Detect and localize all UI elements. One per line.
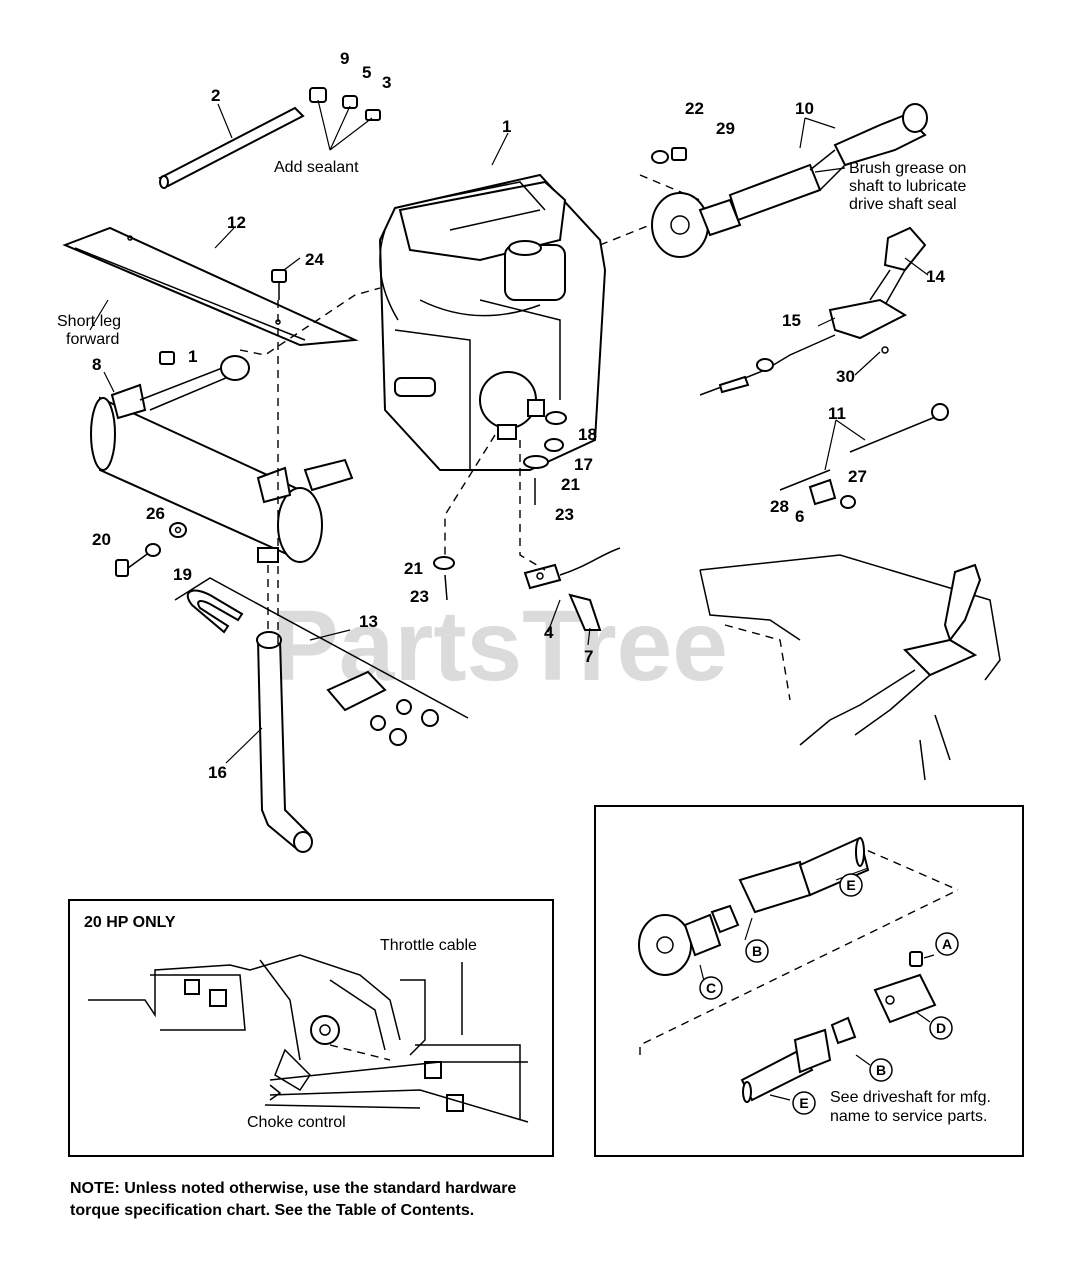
- part-num-22: 22: [685, 99, 704, 118]
- part-num-11: 11: [828, 404, 846, 423]
- torque-note: NOTE: Unless noted otherwise, use the st…: [70, 1180, 517, 1219]
- driveshaft-note-2: name to service parts.: [830, 1108, 987, 1125]
- part-num-24: 24: [305, 250, 324, 269]
- bolt-part-24: [271, 269, 287, 300]
- callout-b2: B: [876, 1062, 886, 1078]
- brush-grease-label-1: Brush grease on: [849, 160, 966, 177]
- callout-d: D: [936, 1020, 946, 1036]
- muffler-part-8: [90, 355, 354, 563]
- part-num-20: 20: [92, 530, 111, 549]
- hardware-parts-20-19-26: [115, 522, 187, 577]
- part-num-10: 10: [795, 99, 814, 118]
- part-num-21b: 21: [404, 559, 423, 578]
- brush-grease-label-2: shaft to lubricate: [849, 178, 967, 195]
- brush-grease-label-3: drive shaft seal: [849, 196, 957, 213]
- hardware-parts-18-17-21-23: [433, 411, 567, 601]
- leader-lines: [89, 103, 929, 764]
- cable-part-11: [779, 403, 949, 509]
- part-number-labels: 9 5 3 2 1 22 29 10 12 24 14 15 1 8 30 11…: [92, 49, 945, 782]
- part-num-14: 14: [926, 267, 945, 286]
- part-num-7: 7: [584, 647, 593, 666]
- part-num-26: 26: [146, 504, 165, 523]
- part-num-23b: 23: [410, 587, 429, 606]
- short-leg-label-1: Short leg: [57, 313, 121, 330]
- bolt-parts-22-29: [651, 147, 687, 164]
- part-num-1: 1: [502, 117, 511, 136]
- heat-shield-part-12: [62, 226, 359, 347]
- tube-part-2: [158, 106, 305, 189]
- callout-b1: B: [752, 943, 762, 959]
- inset-20hp: 20 HP ONLY Throttle cable Choke control: [68, 899, 554, 1157]
- callout-e1: E: [846, 877, 855, 893]
- callout-e2: E: [799, 1095, 808, 1111]
- part-num-23a: 23: [555, 505, 574, 524]
- part-num-28: 28: [770, 497, 789, 516]
- part-num-30: 30: [836, 367, 855, 386]
- part-num-4: 4: [544, 623, 554, 642]
- screw-part-1b: [159, 351, 175, 365]
- part-num-8: 8: [92, 355, 101, 374]
- driveshaft-note-1: See driveshaft for mfg.: [830, 1089, 991, 1106]
- sealant-leader: [317, 99, 373, 151]
- part-num-5: 5: [362, 63, 371, 82]
- inset-20hp-title: 20 HP ONLY: [84, 914, 176, 931]
- part-num-1b: 1: [188, 347, 197, 366]
- part-num-27: 27: [848, 467, 867, 486]
- clamp-kit-part-13: [174, 577, 469, 746]
- part-num-12: 12: [227, 213, 246, 232]
- part-num-17: 17: [574, 455, 593, 474]
- fittings-parts-9-5-3: [309, 87, 381, 121]
- throttle-cable-label: Throttle cable: [380, 937, 477, 954]
- part-num-2: 2: [211, 86, 220, 105]
- part-num-16: 16: [208, 763, 227, 782]
- choke-control-label: Choke control: [247, 1114, 346, 1131]
- control-lever-part-14: [869, 226, 927, 306]
- tractor-lever-assembly: [699, 554, 1001, 781]
- part-num-19: 19: [173, 565, 192, 584]
- callout-a: A: [942, 936, 952, 952]
- short-leg-label-2: forward: [66, 331, 119, 348]
- cable-part-15: [699, 298, 908, 396]
- part-num-3: 3: [382, 73, 391, 92]
- assembly-guide-lines: [239, 174, 701, 648]
- clip-parts-4-7: [523, 547, 621, 631]
- driveshaft-callouts: E A B C D B E See driveshaft for mfg. na…: [699, 873, 991, 1125]
- part-num-29: 29: [716, 119, 735, 138]
- driveshaft-part-10: [651, 103, 928, 258]
- part-num-15: 15: [782, 311, 801, 330]
- part-num-21a: 21: [561, 475, 580, 494]
- exhaust-pipe-part-16: [256, 631, 313, 853]
- engine-part-1: [378, 173, 607, 471]
- callout-c: C: [706, 980, 716, 996]
- add-sealant-label: Add sealant: [274, 159, 359, 176]
- part-num-9: 9: [340, 49, 349, 68]
- part-num-6: 6: [795, 507, 804, 526]
- part-num-18: 18: [578, 425, 597, 444]
- part-num-13: 13: [359, 612, 378, 631]
